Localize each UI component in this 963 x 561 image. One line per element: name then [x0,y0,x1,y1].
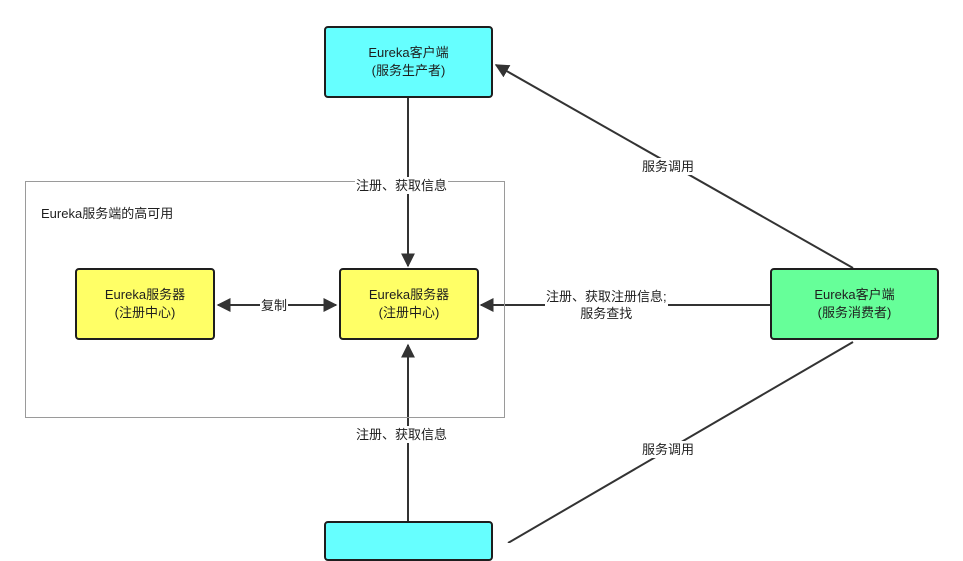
edge-label-replicate: 复制 [260,297,289,314]
edge-label-consumer-register-line2: 服务查找 [580,306,633,321]
node-label-line1: Eureka服务器 [104,287,186,302]
node-label-line2: (注册中心) [378,305,440,320]
edge-label-top-register: 注册、获取信息 [355,177,449,194]
node-label-line1: Eureka服务器 [368,287,450,302]
edge-label-consumer-register: 注册、获取注册信息; 服务查找 [545,288,668,322]
edge-label-bottom-register: 注册、获取信息 [355,426,449,443]
node-client-consumer[interactable]: Eureka客户端 (服务消费者) [770,268,939,340]
edge-label-consumer-register-line1: 注册、获取注册信息; [546,289,667,304]
node-label-line1: Eureka客户端 [814,287,895,302]
ha-group-container [25,181,505,418]
node-label-line2: (注册中心) [114,305,176,320]
node-client-producer-bottom[interactable] [324,521,493,561]
node-client-producer-top[interactable]: Eureka客户端 (服务生产者) [324,26,493,98]
edge-label-call-top: 服务调用 [641,158,696,175]
node-server-left[interactable]: Eureka服务器 (注册中心) [75,268,215,340]
edge-label-call-bottom: 服务调用 [641,441,696,458]
node-label-line2: (服务生产者) [371,63,446,78]
ha-group-title: Eureka服务端的高可用 [41,206,174,221]
node-server-main[interactable]: Eureka服务器 (注册中心) [339,268,479,340]
node-label-line1: Eureka客户端 [368,45,449,60]
node-label-line2: (服务消费者) [817,305,892,320]
